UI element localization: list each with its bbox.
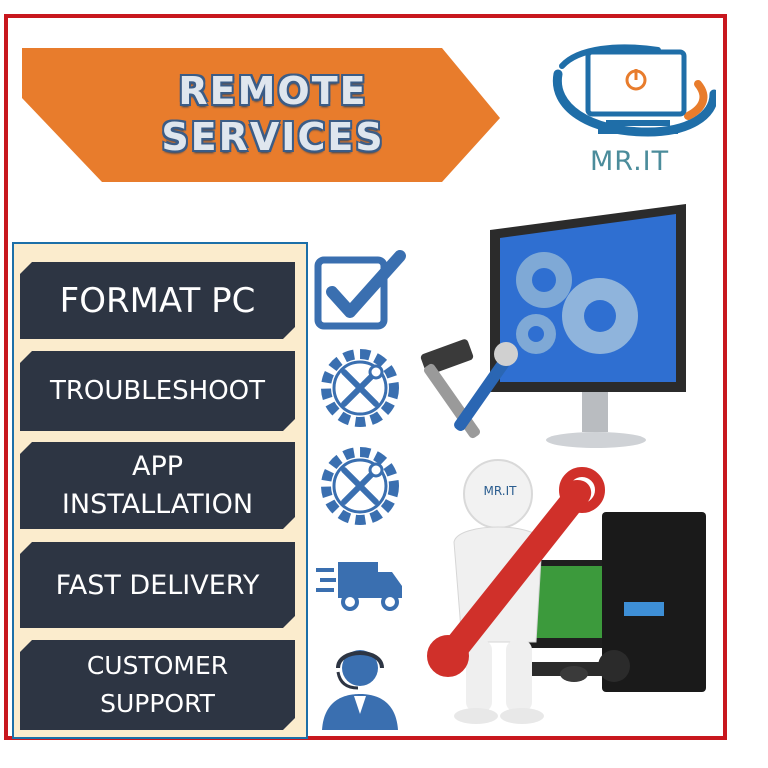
mascot-computer-illustration <box>418 452 718 738</box>
service-fast-delivery: FAST DELIVERY <box>20 542 295 628</box>
mascot-badge-text: MR.IT <box>483 484 517 498</box>
logo-text: MR.IT <box>590 146 670 177</box>
service-label: FAST DELIVERY <box>55 569 260 601</box>
monitor-gears-illustration <box>486 200 690 452</box>
support-agent-icon <box>314 638 406 730</box>
service-label: CUSTOMER SUPPORT <box>86 651 229 718</box>
delivery-truck-icon <box>314 548 406 626</box>
service-label: TROUBLESHOOT <box>49 376 266 406</box>
service-label: APP INSTALLATION <box>61 450 254 520</box>
service-format-pc: FORMAT PC <box>20 262 295 339</box>
tools-gear-icon <box>314 344 406 432</box>
service-troubleshoot: TROUBLESHOOT <box>20 351 295 431</box>
title-banner: REMOTE SERVICES <box>22 48 500 182</box>
service-app-installation: APP INSTALLATION <box>20 442 295 529</box>
hammer-wrench-icon <box>420 338 520 448</box>
tools-gear-icon <box>314 442 406 530</box>
checkmark-icon <box>314 250 406 336</box>
mr-it-logo <box>548 36 719 186</box>
service-customer-support: CUSTOMER SUPPORT <box>20 640 295 730</box>
banner-title: REMOTE SERVICES <box>161 69 385 159</box>
service-label: FORMAT PC <box>59 280 256 321</box>
